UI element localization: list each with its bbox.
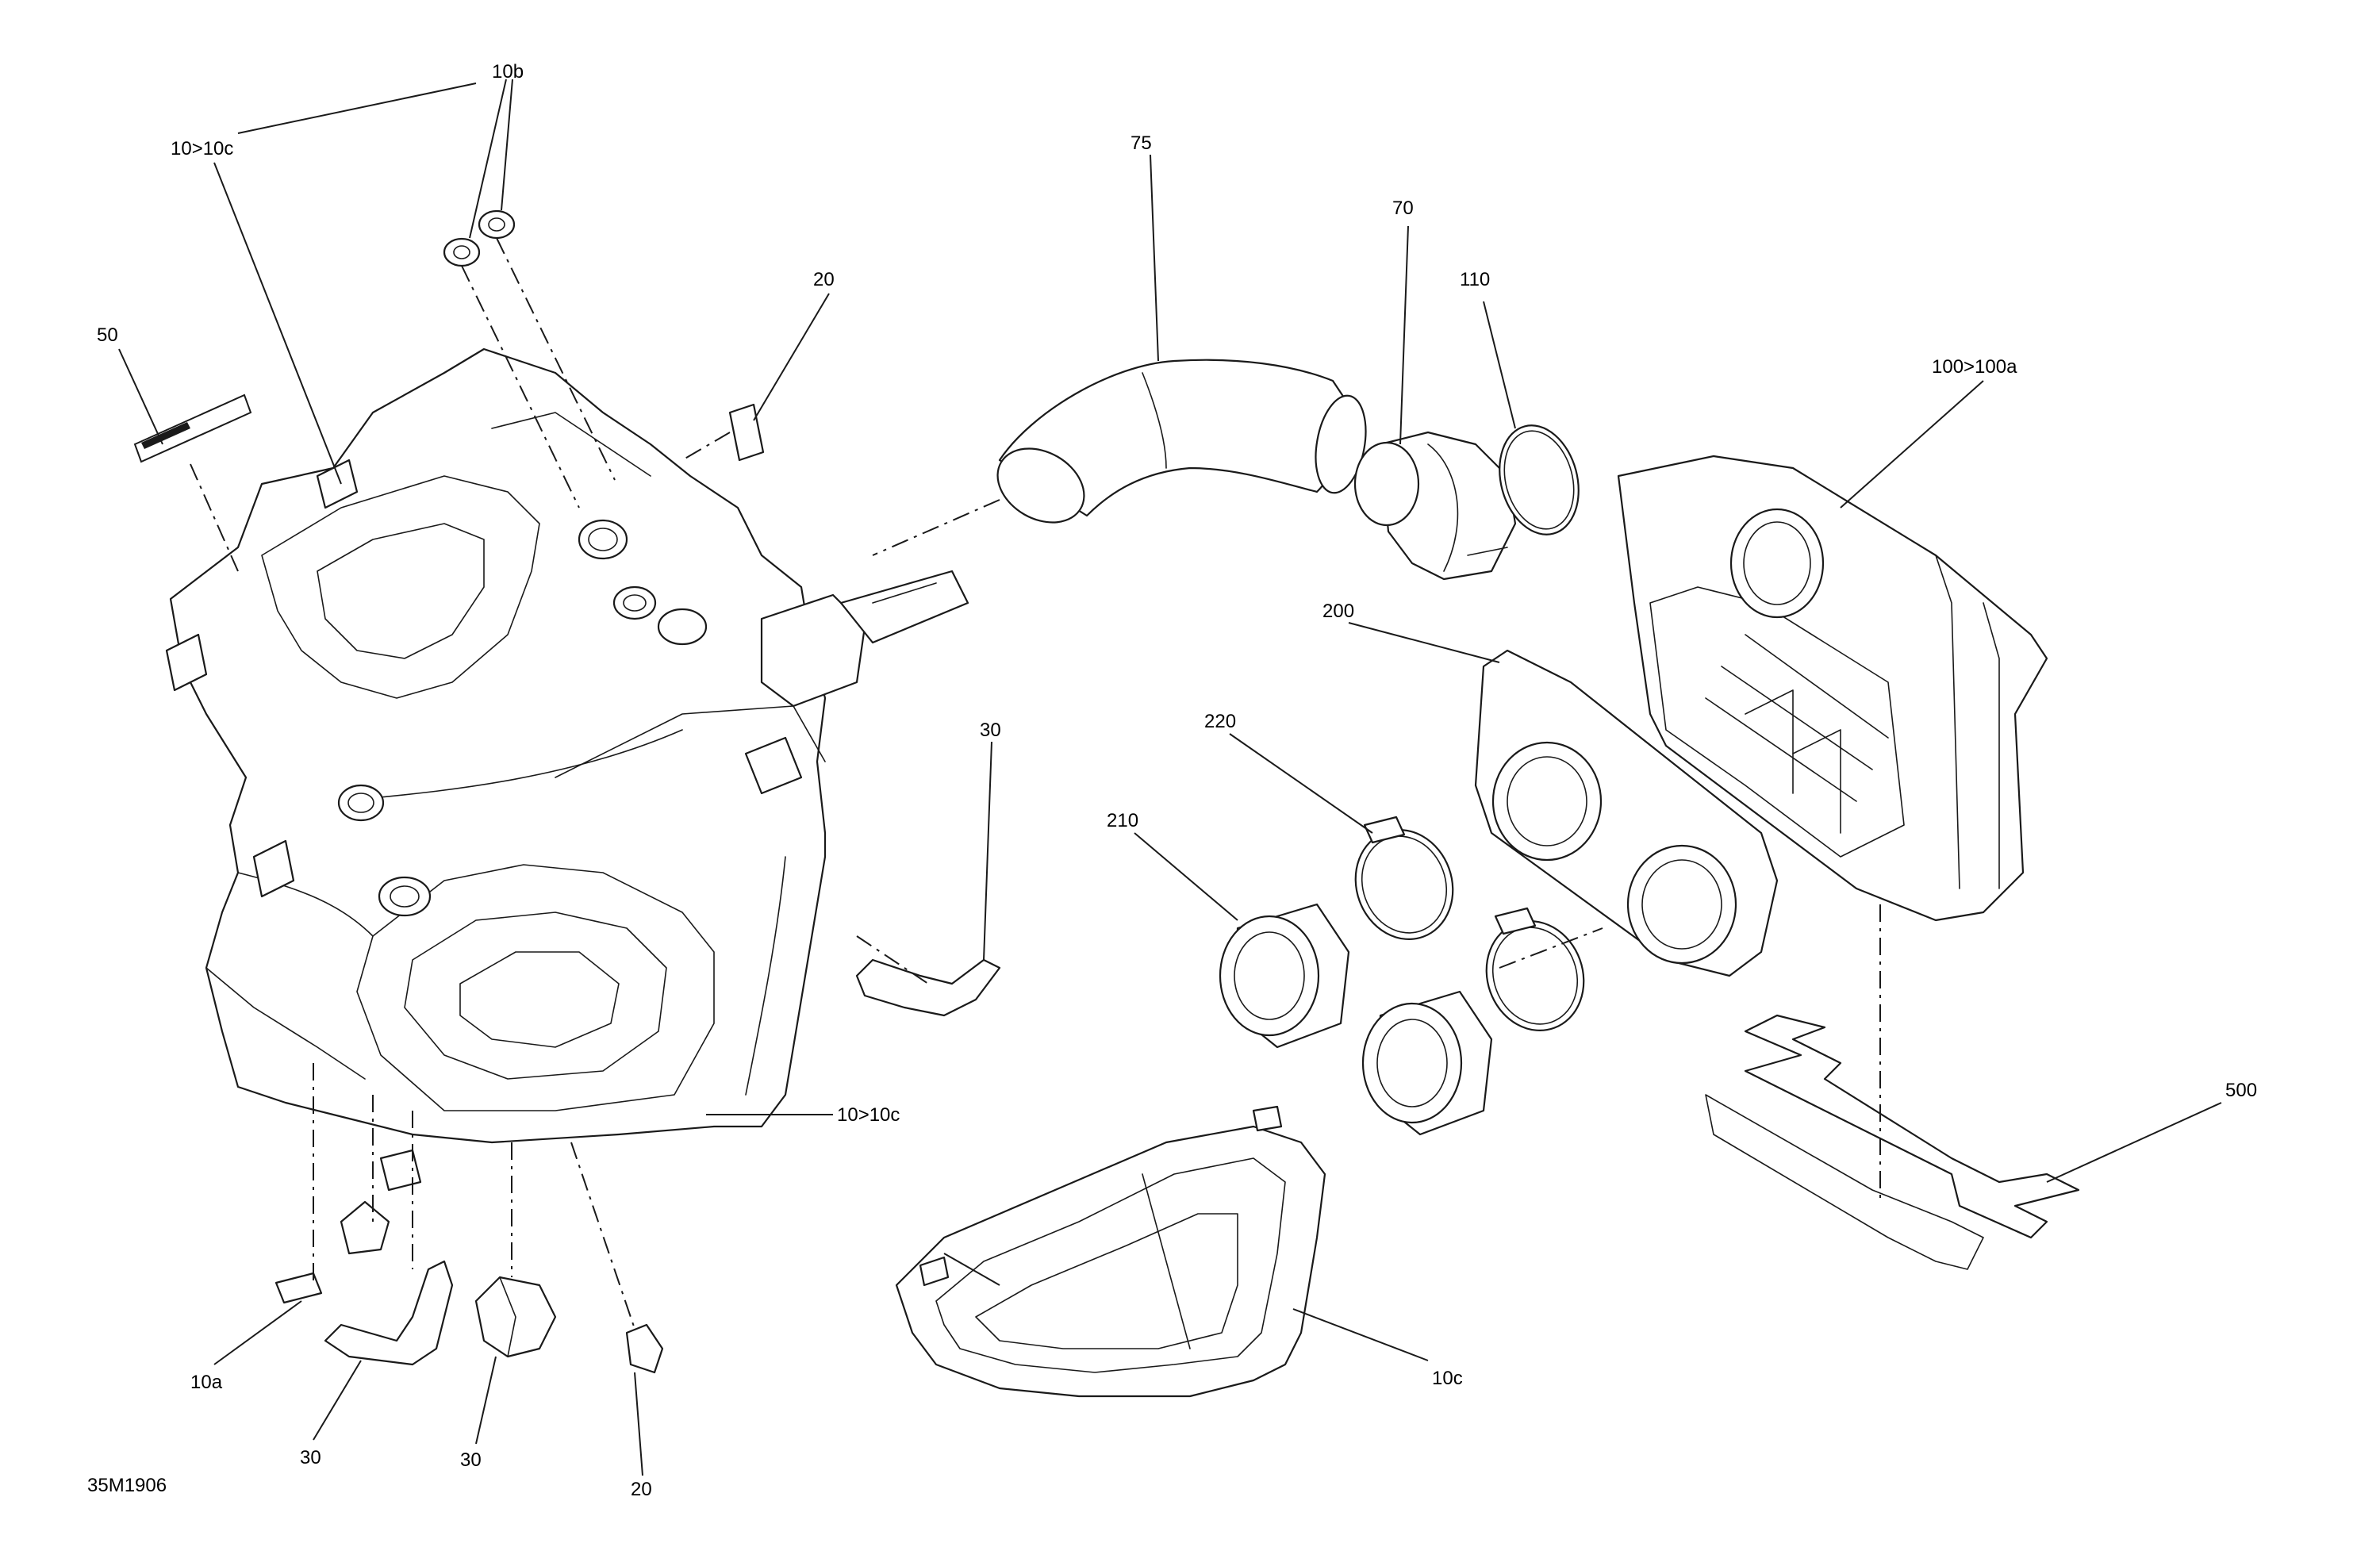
bracket-30-right bbox=[855, 958, 1001, 1017]
warning-label bbox=[133, 393, 252, 463]
callout-10-10c-top: 10>10c bbox=[171, 138, 233, 159]
callout-30-right: 30 bbox=[980, 720, 1001, 741]
callout-20-top: 20 bbox=[813, 269, 835, 290]
callout-50: 50 bbox=[97, 324, 118, 346]
callout-220: 220 bbox=[1204, 711, 1236, 732]
clamp-220-lower bbox=[1485, 907, 1585, 1032]
callout-210: 210 bbox=[1107, 810, 1138, 831]
callout-200: 200 bbox=[1322, 601, 1354, 622]
callout-10c: 10c bbox=[1432, 1368, 1463, 1389]
bracket-30-bottom-left bbox=[324, 1260, 454, 1366]
callout-10a: 10a bbox=[190, 1372, 223, 1393]
coupler-210-upper bbox=[1219, 903, 1350, 1049]
callout-500: 500 bbox=[2225, 1080, 2257, 1101]
grommet-pair bbox=[443, 209, 516, 267]
callout-labels: 10b 10>10c 50 20 75 70 110 100>100a 200 … bbox=[87, 61, 2257, 1500]
callout-30-bottom-left: 30 bbox=[300, 1447, 321, 1468]
filter-plate bbox=[1474, 649, 1779, 977]
airbox-housing bbox=[165, 347, 969, 1192]
bracket-30-bottom-mid bbox=[474, 1276, 557, 1358]
callout-10-10c-mid: 10>10c bbox=[837, 1104, 900, 1126]
clamp-220-upper bbox=[1354, 816, 1454, 941]
throttle-adapter bbox=[1353, 431, 1517, 581]
callout-110: 110 bbox=[1460, 269, 1490, 290]
air-filter-housing bbox=[1617, 455, 2048, 922]
reference-code: 35M1906 bbox=[87, 1475, 167, 1496]
callout-70: 70 bbox=[1392, 198, 1414, 219]
foam-pads-bottom bbox=[274, 1200, 664, 1374]
callout-100-100a: 100>100a bbox=[1932, 356, 2017, 378]
coupler-210-lower bbox=[1361, 990, 1493, 1136]
callout-10b: 10b bbox=[492, 61, 524, 83]
spacer-plate bbox=[1705, 1014, 2080, 1270]
leader-lines bbox=[118, 79, 2222, 1476]
hose-clamp-110 bbox=[1499, 424, 1580, 535]
intake-tube bbox=[996, 359, 1367, 524]
assembly-lines bbox=[190, 237, 1881, 1330]
callout-20-bottom: 20 bbox=[631, 1479, 652, 1500]
inlet-duct bbox=[895, 1105, 1326, 1398]
callout-30-bottom-mid: 30 bbox=[460, 1449, 482, 1471]
callout-75: 75 bbox=[1130, 132, 1152, 154]
